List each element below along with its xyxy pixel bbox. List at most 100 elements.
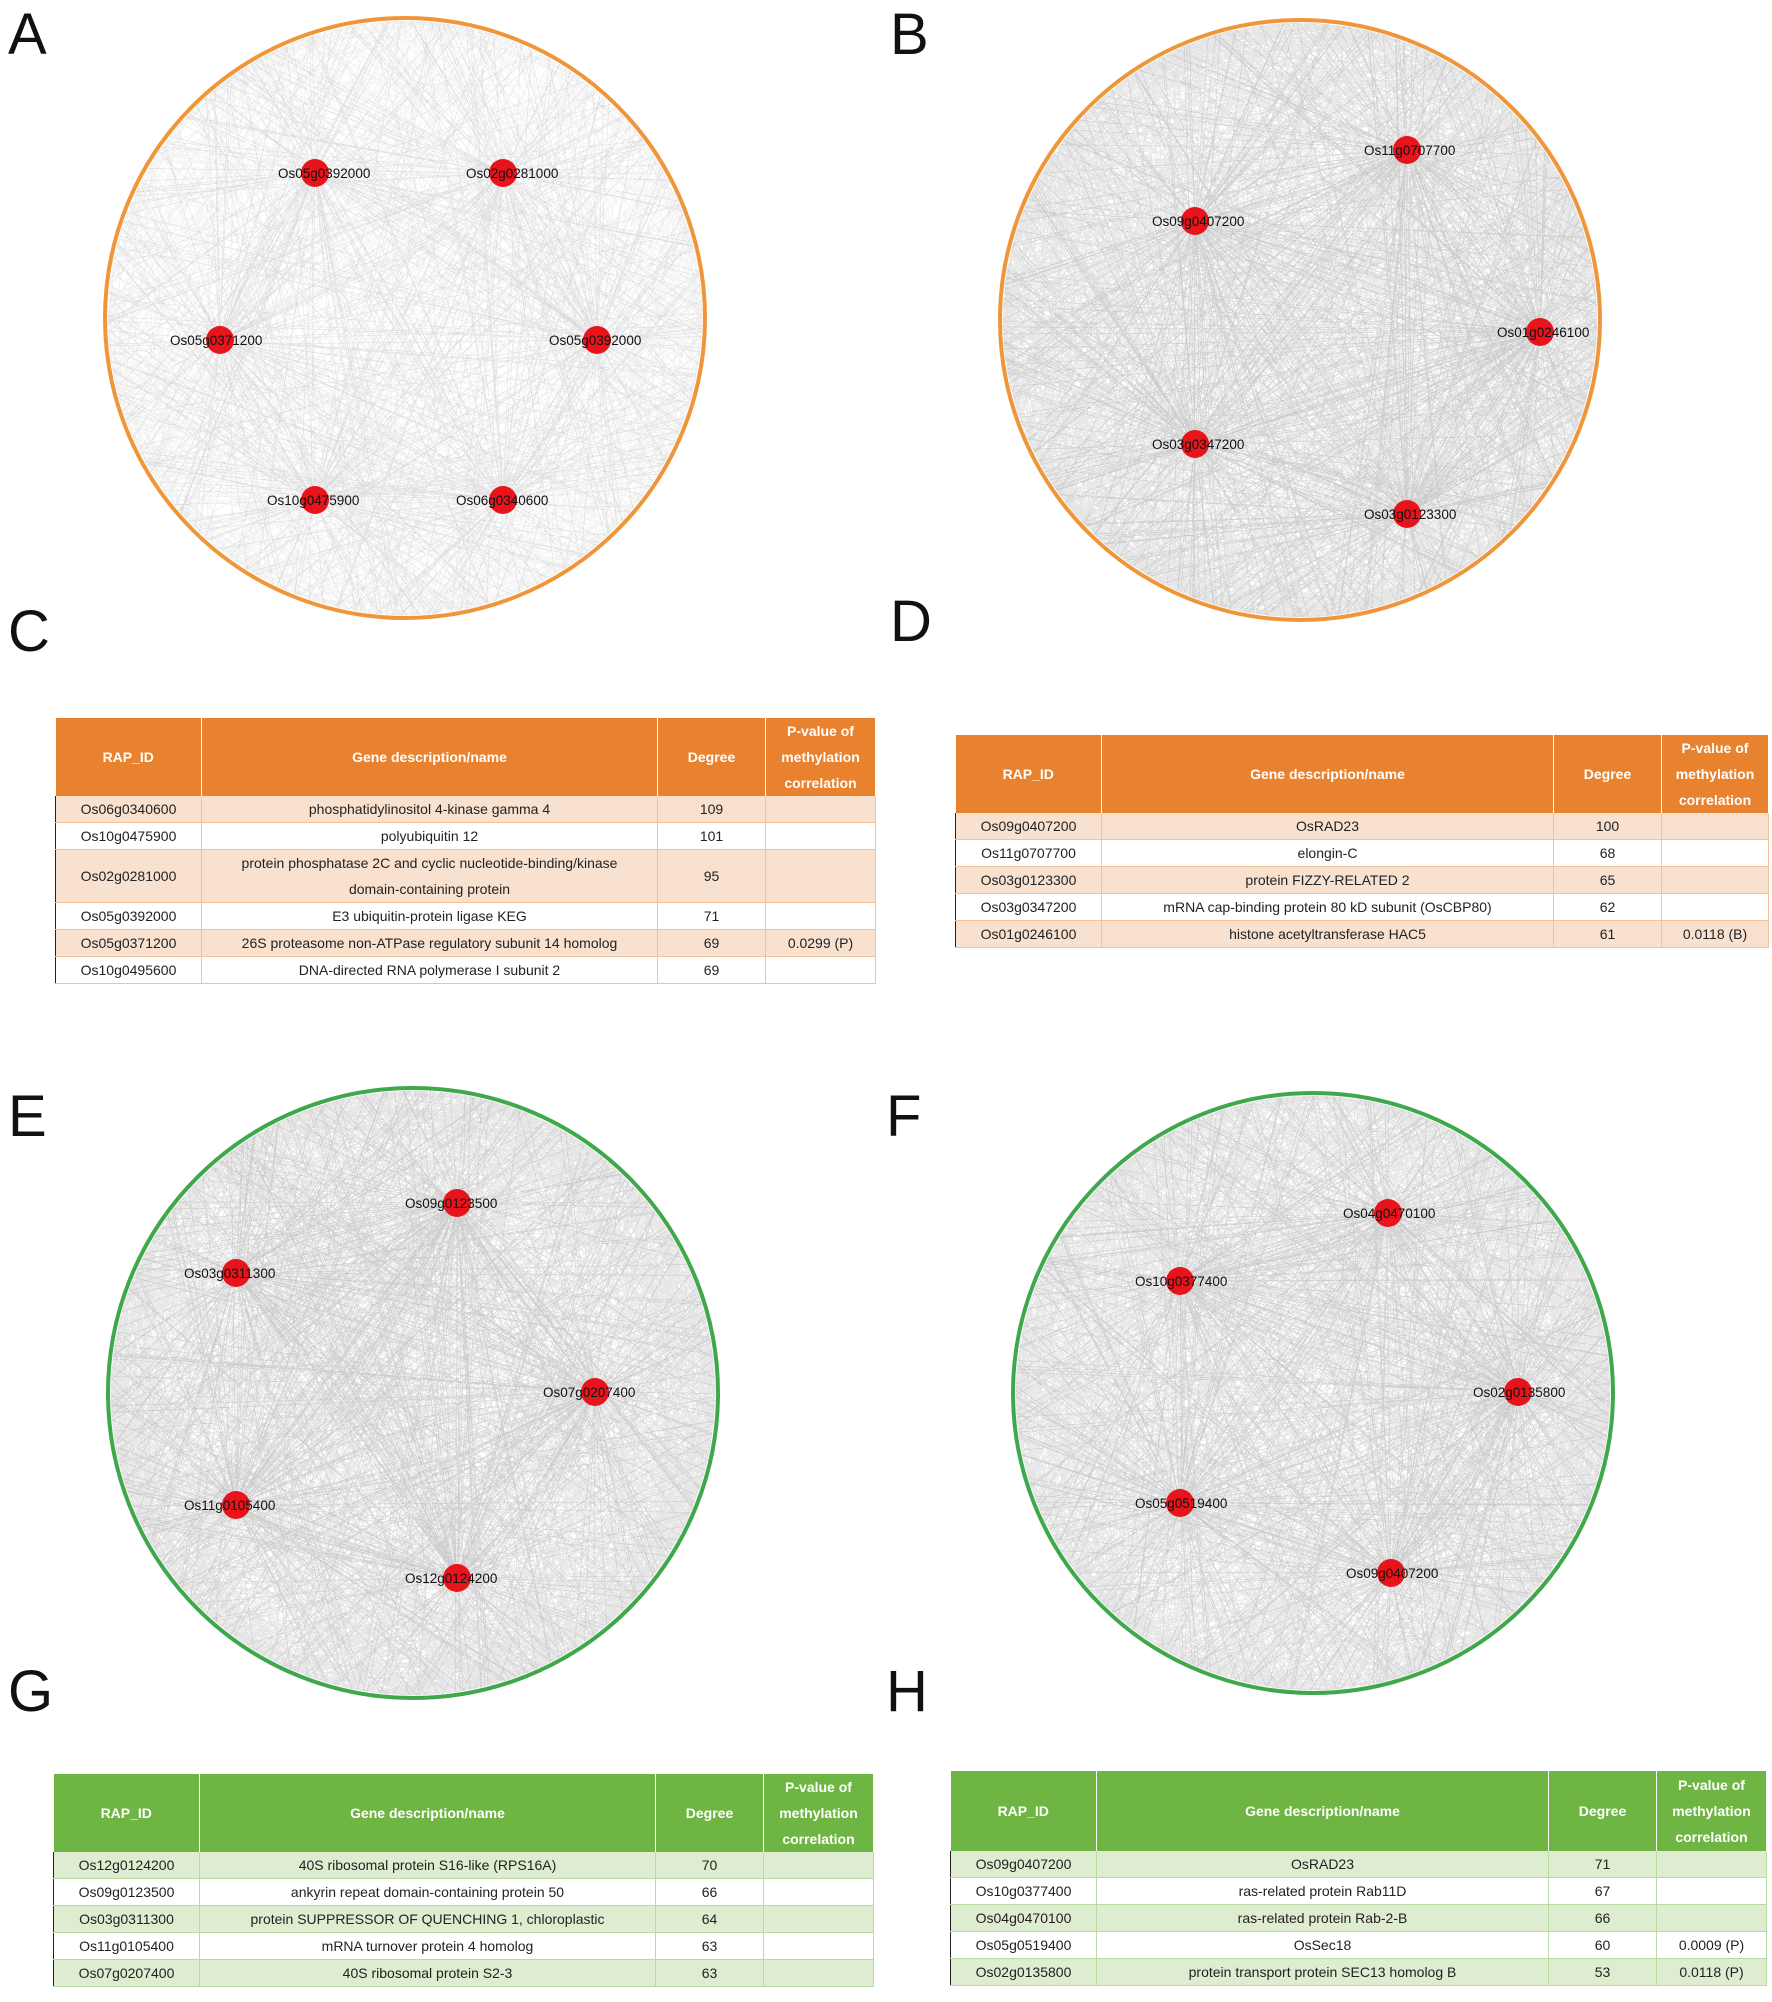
p-value-cell [763, 1878, 874, 1906]
rap-id-cell: Os11g0105400 [53, 1932, 200, 1960]
rap-id-cell: Os02g0281000 [55, 849, 202, 903]
header-p-value-line2: methylation [1675, 766, 1755, 782]
hub-node [1393, 500, 1421, 528]
header-p-value: P-value of methylation correlation [765, 718, 876, 796]
hub-node-label: Os02g0135800 [1473, 1385, 1565, 1400]
header-rap-id: RAP_ID [53, 1774, 200, 1852]
table-row: Os05g0519400 OsSec18 60 0.0009 (P) [950, 1931, 1767, 1959]
rap-id-cell: Os05g0519400 [950, 1931, 1097, 1959]
rap-id-cell: Os09g0407200 [950, 1851, 1097, 1878]
degree-cell: 100 [1553, 813, 1662, 840]
table-row: Os10g0495600 DNA-directed RNA polymerase… [55, 956, 876, 984]
p-value-cell [763, 1932, 874, 1960]
header-p-value-line2: methylation [781, 749, 860, 765]
hub-node [443, 1189, 471, 1217]
hub-node [301, 486, 329, 514]
description-cell: ankyrin repeat domain-containing protein… [199, 1878, 656, 1906]
hub-node-label: Os03g0347200 [1152, 437, 1244, 452]
table-row: Os05g0371200 26S proteasome non-ATPase r… [55, 929, 876, 957]
header-gene-description: Gene description/name [1096, 1771, 1549, 1851]
hub-node-label: Os12g0124200 [405, 1571, 497, 1586]
node-ring [998, 18, 1602, 622]
degree-cell: 63 [655, 1932, 764, 1960]
hub-node [1504, 1378, 1532, 1406]
table-row: Os11g0105400 mRNA turnover protein 4 hom… [53, 1932, 874, 1960]
rap-id-cell: Os10g0475900 [55, 822, 202, 850]
p-value-cell [1656, 1877, 1767, 1905]
degree-cell: 61 [1553, 920, 1662, 948]
hub-node [581, 1378, 609, 1406]
p-value-cell: 0.0009 (P) [1656, 1931, 1767, 1959]
description-cell: polyubiquitin 12 [201, 822, 658, 850]
hub-edges [1002, 22, 1598, 618]
degree-cell: 65 [1553, 866, 1662, 894]
description-cell: protein transport protein SEC13 homolog … [1096, 1958, 1549, 1986]
description-cell: mRNA turnover protein 4 homolog [199, 1932, 656, 1960]
p-value-cell [763, 1959, 874, 1987]
description-cell: E3 ubiquitin-protein ligase KEG [201, 902, 658, 930]
table-row: Os06g0340600 phosphatidylinositol 4-kina… [55, 796, 876, 823]
network-b: Os11g0707700Os09g0407200Os01g0246100Os03… [998, 18, 1602, 622]
rap-id-cell: Os04g0470100 [950, 1904, 1097, 1932]
table-row: Os03g0123300 protein FIZZY-RELATED 2 65 [955, 866, 1769, 894]
description-cell: histone acetyltransferase HAC5 [1101, 920, 1554, 948]
panel-letter-c: C [8, 599, 50, 664]
header-p-value: P-value of methylation correlation [1661, 735, 1769, 813]
description-cell: ras-related protein Rab-2-B [1096, 1904, 1549, 1932]
node-ring [1011, 1091, 1615, 1695]
table-row: Os09g0123500 ankyrin repeat domain-conta… [53, 1878, 874, 1906]
table-row: Os04g0470100 ras-related protein Rab-2-B… [950, 1904, 1767, 1932]
degree-cell: 66 [1548, 1904, 1657, 1932]
degree-cell: 64 [655, 1905, 764, 1933]
p-value-cell: 0.0118 (B) [1661, 920, 1769, 948]
node-ring [103, 16, 707, 620]
hub-node [206, 326, 234, 354]
header-p-value: P-value of methylation correlation [1656, 1771, 1767, 1851]
table-row: Os03g0347200 mRNA cap-binding protein 80… [955, 893, 1769, 921]
panel-letter-h: H [886, 1659, 928, 1724]
hub-node [1374, 1199, 1402, 1227]
degree-cell: 69 [657, 956, 766, 984]
hub-node [489, 486, 517, 514]
description-line1: protein phosphatase 2C and cyclic nucleo… [241, 855, 618, 871]
hub-node-label: Os01g0246100 [1497, 325, 1589, 340]
header-degree: Degree [1553, 735, 1662, 813]
hub-node-label: Os09g0407200 [1346, 1566, 1438, 1581]
p-value-cell: 0.0299 (P) [765, 929, 876, 957]
hub-node-label: Os05g0519400 [1135, 1496, 1227, 1511]
hub-node-label: Os10g0475900 [267, 493, 359, 508]
header-p-value-line1: P-value of [785, 1779, 852, 1795]
degree-cell: 68 [1553, 839, 1662, 867]
p-value-cell [1661, 813, 1769, 840]
panel-letter-e: E [8, 1084, 47, 1149]
degree-cell: 67 [1548, 1877, 1657, 1905]
hub-node [489, 159, 517, 187]
background-edges [110, 1090, 716, 1696]
rap-id-cell: Os09g0123500 [53, 1878, 200, 1906]
hub-node-label: Os02g0281000 [466, 166, 558, 181]
node-ring [106, 1086, 720, 1700]
table-row: Os10g0377400 ras-related protein Rab11D … [950, 1877, 1767, 1905]
header-p-value-line1: P-value of [787, 723, 854, 739]
rap-id-cell: Os01g0246100 [955, 920, 1102, 948]
hub-node [1181, 430, 1209, 458]
hub-node-label: Os09g0123500 [405, 1196, 497, 1211]
rap-id-cell: Os03g0123300 [955, 866, 1102, 894]
panel-letter-g: G [8, 1659, 54, 1724]
degree-cell: 63 [655, 1959, 764, 1987]
degree-cell: 69 [657, 929, 766, 957]
header-gene-description: Gene description/name [1101, 735, 1554, 813]
table-row: Os05g0392000 E3 ubiquitin-protein ligase… [55, 902, 876, 930]
rap-id-cell: Os06g0340600 [55, 796, 202, 823]
header-p-value-line1: P-value of [1681, 740, 1749, 756]
header-p-value-line2: methylation [779, 1805, 858, 1821]
description-cell: ras-related protein Rab11D [1096, 1877, 1549, 1905]
table-row: Os11g0707700 elongin-C 68 [955, 839, 1769, 867]
panel-letter-a: A [8, 2, 47, 67]
header-p-value: P-value of methylation correlation [763, 1774, 874, 1852]
table-row: Os12g0124200 40S ribosomal protein S16-l… [53, 1852, 874, 1879]
rap-id-cell: Os10g0377400 [950, 1877, 1097, 1905]
hub-gene-table-c: RAP_ID Gene description/name Degree P-va… [55, 718, 876, 984]
